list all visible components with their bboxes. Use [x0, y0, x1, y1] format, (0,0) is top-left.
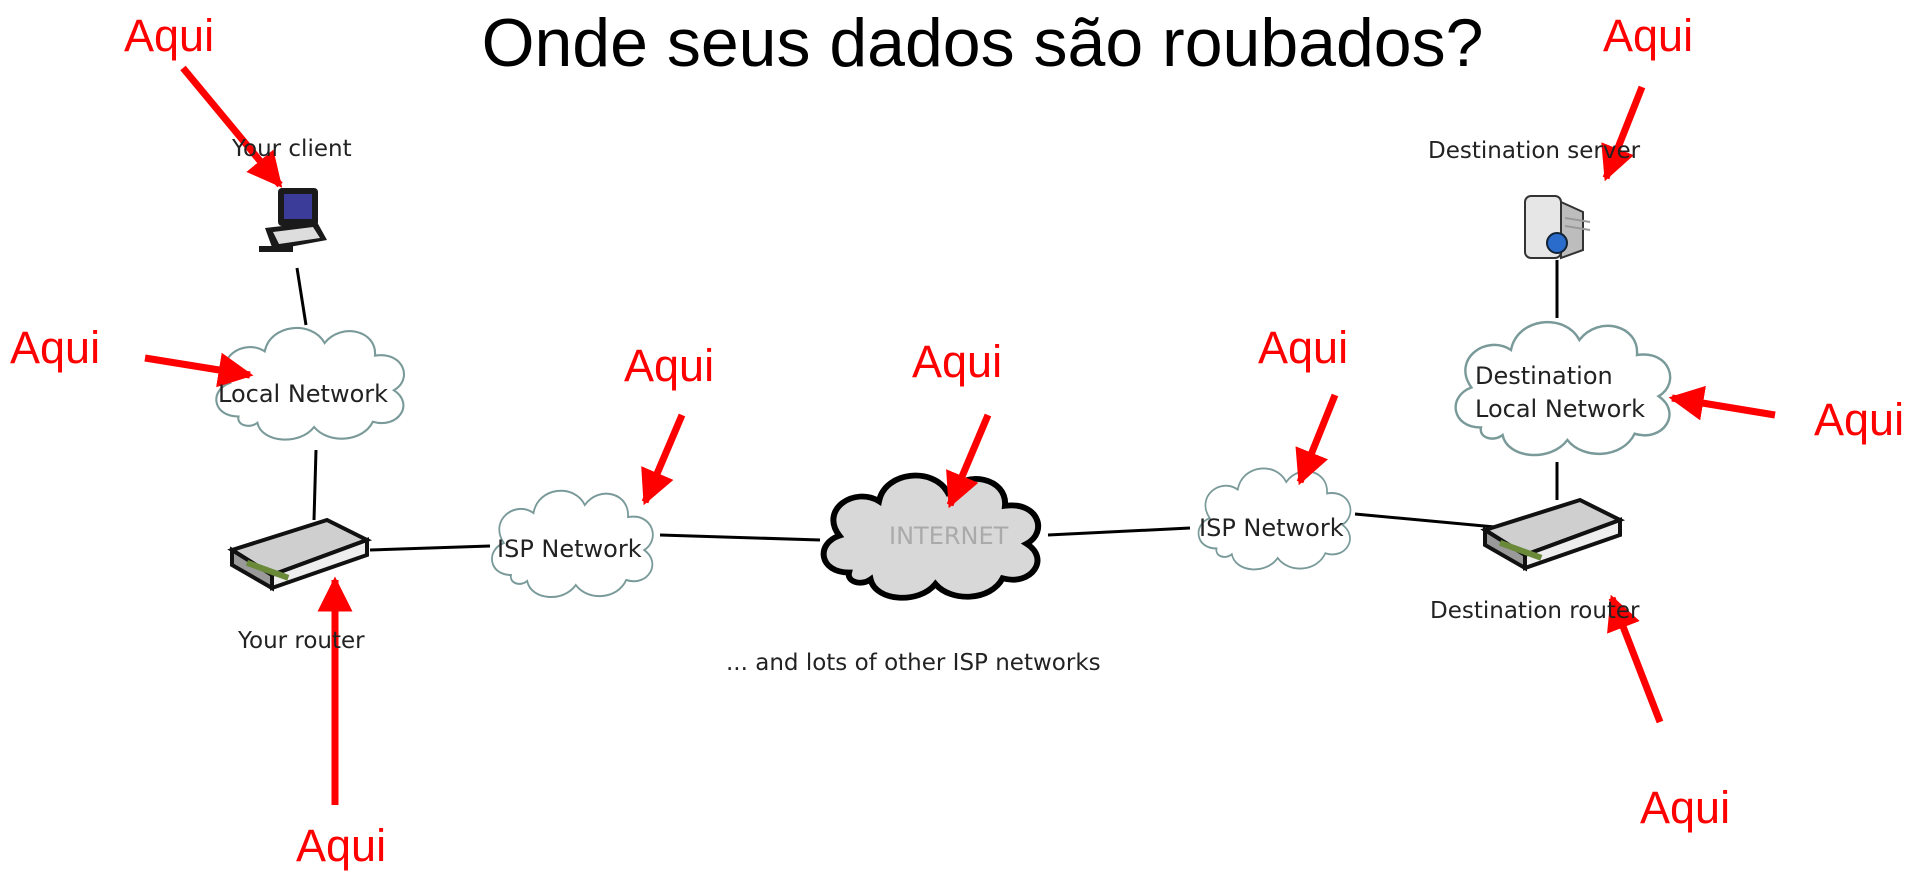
marker-local-network: Aqui: [10, 322, 101, 373]
marker-dest-local-network: Aqui: [1814, 394, 1905, 445]
marker-internet: Aqui: [912, 336, 1003, 387]
marker-isp-left: Aqui: [624, 340, 715, 391]
link-router-isp: [369, 544, 491, 552]
internet-label: INTERNET: [889, 522, 1009, 550]
server-icon: [1524, 195, 1591, 260]
isp-network-left-label: ISP Network: [497, 535, 642, 563]
isp-network-right-label: ISP Network: [1199, 514, 1344, 542]
arrow-dest-local-network: [1668, 385, 1776, 421]
arrow-isp-left: [641, 413, 686, 506]
destination-router-label: Destination router: [1430, 598, 1640, 624]
your-client-label: Your client: [232, 136, 352, 162]
marker-client: Aqui: [124, 10, 215, 61]
other-isps-label: ... and lots of other ISP networks: [726, 650, 1101, 676]
arrow-internet: [946, 413, 992, 509]
local-network-label: Local Network: [218, 380, 389, 408]
connections: [295, 260, 1559, 552]
arrow-isp-right: [1295, 393, 1339, 486]
arrow-server: [1601, 85, 1646, 182]
destination-local-network-line1: Destination: [1475, 362, 1613, 390]
destination-router-icon: [1480, 497, 1626, 572]
marker-dest-router: Aqui: [1640, 782, 1731, 833]
destination-local-network-line2: Local Network: [1475, 395, 1646, 423]
link-isp-internet: [659, 533, 821, 542]
arrow-local-network: [144, 352, 254, 388]
marker-isp-right: Aqui: [1258, 322, 1349, 373]
link-internet-isp: [1047, 526, 1191, 537]
arrow-dest-router: [1607, 594, 1664, 724]
link-client-local: [295, 267, 308, 326]
link-isp-destrouter: [1354, 512, 1496, 529]
arrow-client: [180, 65, 283, 188]
link-local-router: [312, 449, 318, 521]
arrows: [144, 65, 1776, 805]
marker-server: Aqui: [1603, 10, 1694, 61]
computer-icon: [259, 188, 327, 252]
page-title: Onde seus dados são roubados?: [481, 5, 1484, 81]
router-icon: [227, 517, 373, 592]
your-router-label: Your router: [238, 628, 365, 654]
destination-server-label: Destination server: [1428, 138, 1641, 164]
marker-router: Aqui: [296, 820, 387, 871]
